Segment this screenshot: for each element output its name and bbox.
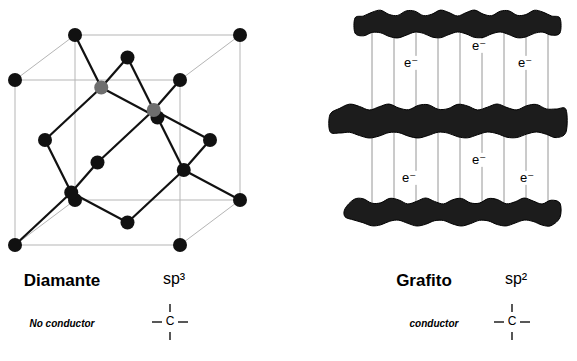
interlayer-line	[394, 33, 395, 109]
cube-edge	[15, 200, 75, 245]
cube-edge	[180, 200, 240, 245]
bond	[128, 58, 154, 111]
cube-edge	[75, 35, 76, 200]
cube-edge	[180, 35, 240, 80]
carbon-atom	[173, 73, 187, 87]
carbon-atom	[8, 73, 22, 87]
carbon-atom	[173, 238, 187, 252]
interlayer-line	[438, 133, 439, 203]
bond-stroke	[511, 304, 512, 312]
carbon-symbol: C	[166, 315, 175, 328]
diamond-lattice	[8, 28, 247, 252]
electron-label: e⁻	[470, 39, 488, 53]
bond	[98, 110, 154, 163]
hybridization: sp³	[163, 270, 185, 288]
carbon-symbol: C	[508, 315, 517, 328]
bond	[15, 193, 71, 246]
cube-edge	[15, 245, 180, 246]
bond	[45, 88, 101, 141]
interlayer-line	[548, 33, 549, 109]
cube-edge	[15, 35, 75, 80]
material-name: Diamante	[24, 272, 101, 291]
cube-edge	[75, 35, 240, 36]
carbon-atom	[233, 28, 247, 42]
carbon-atom	[8, 238, 22, 252]
bond-stroke	[520, 321, 530, 322]
bond	[184, 170, 240, 200]
carbon-atom	[121, 51, 135, 65]
carbon-atom	[121, 216, 135, 230]
electron-label: e⁻	[516, 56, 534, 70]
graphene-sheet	[344, 198, 561, 226]
interlayer-line	[548, 133, 549, 203]
conductivity-note: conductor	[410, 318, 459, 329]
graphite-layers	[329, 10, 567, 226]
bond	[158, 118, 184, 171]
electron-label: e⁻	[470, 153, 488, 167]
hybridization: sp²	[505, 270, 527, 288]
interlayer-line	[526, 33, 527, 109]
bond-stroke	[511, 332, 512, 340]
interlayer-line	[416, 133, 417, 203]
graphene-sheet	[354, 10, 561, 38]
bond	[45, 140, 71, 193]
interlayer-line	[504, 133, 505, 203]
bond-stroke	[169, 332, 170, 340]
interlayer-line	[372, 33, 373, 109]
carbon-atom	[64, 186, 78, 200]
cube-edge	[240, 35, 241, 200]
graphene-sheet	[329, 104, 567, 138]
carbon-atom	[91, 156, 105, 170]
bond-stroke	[152, 321, 162, 322]
interlayer-line	[438, 33, 439, 109]
interlayer-line	[416, 33, 417, 109]
electron-label: e⁻	[402, 56, 420, 70]
conductivity-note: No conductor	[30, 318, 95, 329]
interlayer-line	[460, 33, 461, 109]
bond-stroke	[494, 321, 504, 322]
material-name: Grafito	[396, 272, 452, 291]
carbon-atom	[203, 133, 217, 147]
electron-label: e⁻	[518, 171, 536, 185]
carbon-atom	[94, 81, 108, 95]
carbon-atom	[147, 103, 161, 117]
interlayer-line	[482, 133, 483, 203]
carbon-atom	[233, 193, 247, 207]
interlayer-line	[526, 133, 527, 203]
bond	[128, 170, 184, 223]
bond-stroke	[169, 304, 170, 312]
electron-label: e⁻	[400, 171, 418, 185]
cube-edge	[15, 80, 16, 245]
carbon-atom	[68, 28, 82, 42]
bond-symbols	[152, 304, 530, 340]
carbon-atom	[177, 163, 191, 177]
interlayer-line	[394, 133, 395, 203]
bond	[75, 35, 101, 88]
interlayer-line	[372, 133, 373, 203]
interlayer-line	[460, 133, 461, 203]
bond-stroke	[178, 321, 188, 322]
interlayer-line	[504, 33, 505, 109]
cube-edge	[75, 200, 240, 201]
carbon-atom	[38, 133, 52, 147]
